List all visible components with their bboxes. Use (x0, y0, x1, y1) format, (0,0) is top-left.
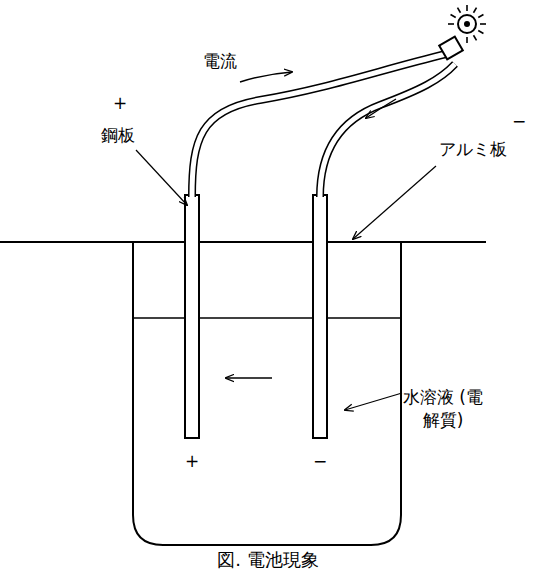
lamp-ray (458, 8, 461, 13)
lamp-ray (466, 37, 468, 43)
current-arrow (240, 72, 292, 82)
polarity-sign: + (110, 92, 130, 115)
leader-line (136, 150, 187, 205)
current-arrow (366, 99, 396, 118)
ion-flow-arrow (226, 377, 272, 378)
lamp-ray (480, 23, 486, 25)
part-name: アルミ板 (430, 138, 516, 161)
steel-plate (185, 195, 199, 438)
liquid-level (133, 317, 401, 319)
lamp-ray (478, 15, 483, 18)
lamp-ray (474, 8, 477, 13)
aluminium-plate (313, 195, 327, 438)
lamp-ray (478, 31, 483, 34)
polarity-sign: − (508, 110, 530, 133)
beaker (133, 242, 401, 545)
lamp-ray (474, 35, 477, 40)
polarity-sign: + (182, 450, 202, 473)
lamp-ray (448, 23, 454, 25)
polarity-sign: − (310, 450, 330, 473)
figure-caption: 図. 電池現象 (217, 548, 318, 572)
lamp (439, 5, 486, 59)
leader-line (345, 393, 402, 410)
lamp-ray (466, 5, 468, 11)
lamp-ray (451, 15, 456, 18)
wire (192, 54, 455, 197)
leader-line (353, 166, 436, 239)
electrolyte-label: 水溶液 (電解質) (398, 386, 488, 432)
part-name: 鋼板 (94, 124, 142, 147)
support-line (0, 241, 486, 243)
current-label: 電流 (196, 50, 244, 73)
